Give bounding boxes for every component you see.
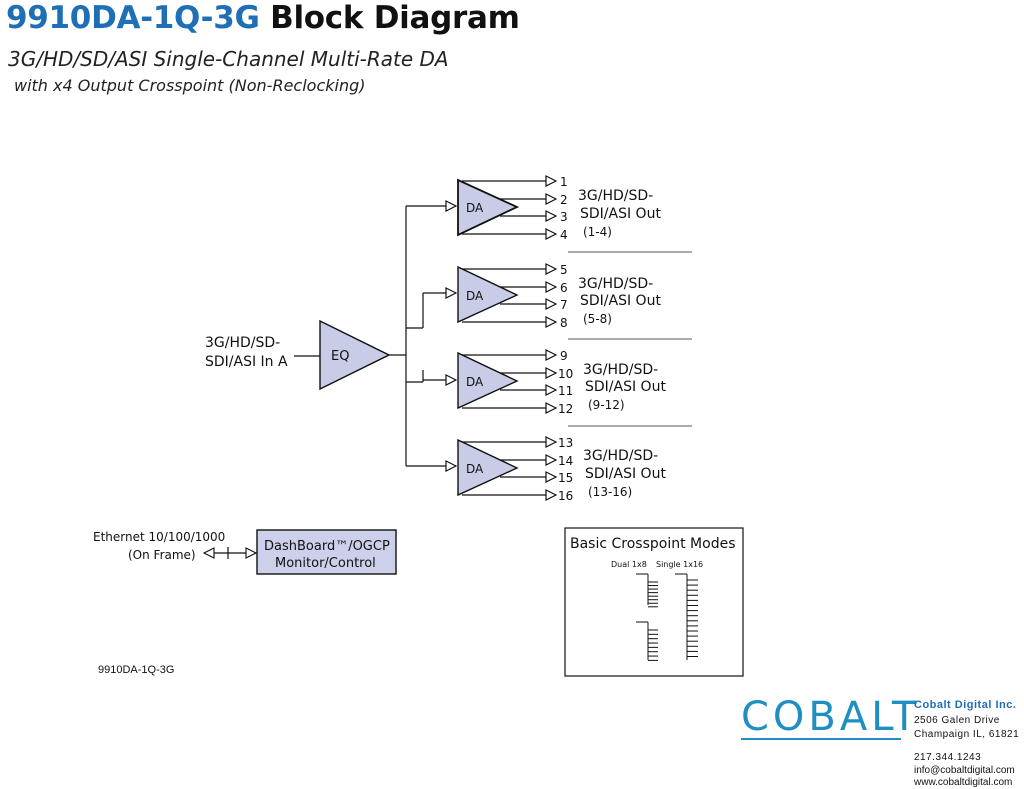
company-phone: 217.344.1243 <box>914 752 982 763</box>
output-num-14: 14 <box>558 454 573 468</box>
da-block-2 <box>457 265 519 324</box>
group-3-range: (9-12) <box>588 398 625 412</box>
output-num-13: 13 <box>558 436 573 450</box>
company-email: info@cobaltdigital.com <box>914 765 1015 776</box>
footer-model-code: 9910DA-1Q-3G <box>98 664 175 676</box>
crosspoint-mode-dual: Dual 1x8 <box>611 560 647 569</box>
output-num-8: 8 <box>560 316 568 330</box>
logo-underline <box>741 738 901 740</box>
input-label-line2: SDI/ASI In A <box>205 354 288 370</box>
output-num-10: 10 <box>558 367 573 381</box>
group-3-label-line1: 3G/HD/SD- <box>583 362 658 378</box>
group-4-label-line2: SDI/ASI Out <box>585 466 666 482</box>
output-num-12: 12 <box>558 402 573 416</box>
input-label-line1: 3G/HD/SD- <box>205 335 280 351</box>
output-num-4: 4 <box>560 228 568 242</box>
da-label-4: DA <box>466 462 484 476</box>
crosspoint-title: Basic Crosspoint Modes <box>570 536 735 552</box>
da-label-3: DA <box>466 375 484 389</box>
output-num-5: 5 <box>560 263 568 277</box>
output-num-16: 16 <box>558 489 573 503</box>
group-1-range: (1-4) <box>583 225 612 239</box>
company-website: www.cobaltdigital.com <box>914 777 1013 788</box>
title-text: Block Diagram <box>270 0 520 36</box>
company-name: Cobalt Digital Inc. <box>914 699 1017 711</box>
dashboard-label-line2: Monitor/Control <box>275 556 376 571</box>
da-block-3 <box>457 351 519 410</box>
crosspoint-single-diagram <box>675 573 698 660</box>
output-num-1: 1 <box>560 175 568 189</box>
da-group-1: DA 1 2 3 4 3G/HD/SD- SDI/ASI Out (1-4) <box>457 175 692 253</box>
ethernet-label-line1: Ethernet 10/100/1000 <box>93 530 225 544</box>
cobalt-logo: COBALT <box>741 694 921 740</box>
group-1-label-line1: 3G/HD/SD- <box>578 188 653 204</box>
eq-label: EQ <box>331 349 349 364</box>
group-1-label-line2: SDI/ASI Out <box>580 206 661 222</box>
model-number: 9910DA-1Q-3G <box>6 0 260 36</box>
da-block-4 <box>457 438 519 497</box>
da-group-3: DA 9 10 11 12 3G/HD/SD- SDI/ASI Out (9-1… <box>457 349 692 427</box>
group-2-label-line2: SDI/ASI Out <box>580 293 661 309</box>
subtitle: 3G/HD/SD/ASI Single-Channel Multi-Rate D… <box>8 47 449 71</box>
eq-block <box>319 319 391 391</box>
output-num-3: 3 <box>560 210 568 224</box>
output-num-11: 11 <box>558 384 573 398</box>
company-address-1: 2506 Galen Drive <box>914 715 1000 726</box>
company-address-2: Champaign IL, 61821 <box>914 729 1020 740</box>
group-2-label-line1: 3G/HD/SD- <box>578 276 653 292</box>
ethernet-arrow-left <box>202 547 215 559</box>
ethernet-label-line2: (On Frame) <box>128 548 196 562</box>
group-2-range: (5-8) <box>583 312 612 326</box>
dashboard-label-line1: DashBoard™/OGCP <box>264 539 390 554</box>
crosspoint-mode-single: Single 1x16 <box>656 560 703 569</box>
group-4-range: (13-16) <box>588 485 632 499</box>
output-num-15: 15 <box>558 471 573 485</box>
dashboard-block <box>256 529 397 575</box>
da-group-4: DA 13 14 15 16 3G/HD/SD- SDI/ASI Out (13… <box>457 436 666 503</box>
output-num-9: 9 <box>560 349 568 363</box>
crosspoint-dual-diagram <box>636 573 658 661</box>
group-4-label-line1: 3G/HD/SD- <box>583 448 658 464</box>
output-num-7: 7 <box>560 298 568 312</box>
output-num-2: 2 <box>560 193 568 207</box>
da-label-2: DA <box>466 289 484 303</box>
group-3-label-line2: SDI/ASI Out <box>585 379 666 395</box>
da-label-1: DA <box>466 201 484 215</box>
subtitle-secondary: with x4 Output Crosspoint (Non-Reclockin… <box>14 76 366 95</box>
page-title: 9910DA-1Q-3G Block Diagram <box>6 0 520 36</box>
da-block-1 <box>457 178 520 237</box>
ethernet-arrow-right <box>245 547 258 559</box>
output-num-6: 6 <box>560 281 568 295</box>
da-group-2: DA 5 6 7 8 3G/HD/SD- SDI/ASI Out (5-8) <box>457 263 692 340</box>
